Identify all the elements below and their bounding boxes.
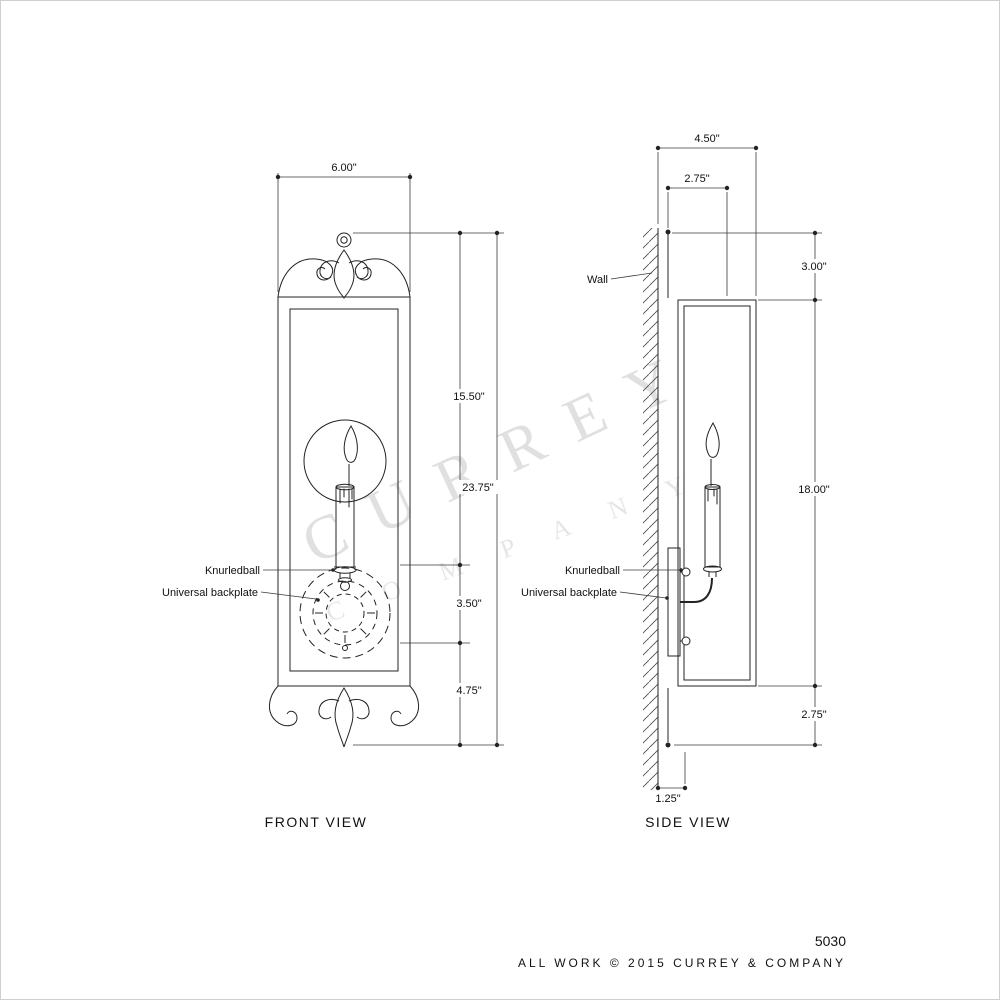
- dim-front-width: 6.00": [331, 162, 356, 174]
- front-callout-knurledball: Knurledball: [205, 565, 260, 577]
- side-view-drawing: [643, 228, 757, 790]
- side-view-callouts: Wall Knurledball Universal backplate: [521, 272, 683, 600]
- dim-side-top-offset: 3.00": [801, 261, 826, 273]
- front-view-callouts: Knurledball Universal backplate: [162, 565, 335, 602]
- side-view-dimensions: 4.50" 2.75" 3.00" 18.00" 2.75" 1.25": [655, 133, 837, 805]
- side-callout-universal-backplate: Universal backplate: [521, 587, 617, 599]
- side-callout-knurledball: Knurledball: [565, 565, 620, 577]
- front-view-dimensions: 6.00" 15.50" 23.75" 3.50" 4.75": [275, 162, 504, 748]
- front-view-title: FRONT VIEW: [265, 814, 368, 830]
- title-block: 5030 ALL WORK © 2015 CURREY & COMPANY: [518, 933, 846, 970]
- dim-side-bottom-offset: 2.75": [801, 709, 826, 721]
- dim-side-projection: 2.75": [684, 173, 709, 185]
- dim-front-backplate-height: 3.50": [456, 598, 481, 610]
- dim-front-upper-height: 15.50": [453, 391, 485, 403]
- side-view-title: SIDE VIEW: [645, 814, 731, 830]
- dim-side-body-height: 18.00": [798, 484, 830, 496]
- wall-hatch: [643, 228, 658, 790]
- dim-front-lower-height: 4.75": [456, 685, 481, 697]
- copyright-text: ALL WORK © 2015 CURREY & COMPANY: [518, 956, 846, 970]
- model-number: 5030: [815, 933, 846, 949]
- dim-side-overall-depth: 4.50": [694, 133, 719, 145]
- front-callout-universal-backplate: Universal backplate: [162, 587, 258, 599]
- front-view-drawing: [269, 232, 419, 748]
- side-callout-wall: Wall: [587, 274, 608, 286]
- dim-side-mount-inset: 1.25": [655, 793, 680, 805]
- dim-front-overall-height: 23.75": [462, 482, 494, 494]
- watermark: CURREY COMPANY: [292, 334, 728, 628]
